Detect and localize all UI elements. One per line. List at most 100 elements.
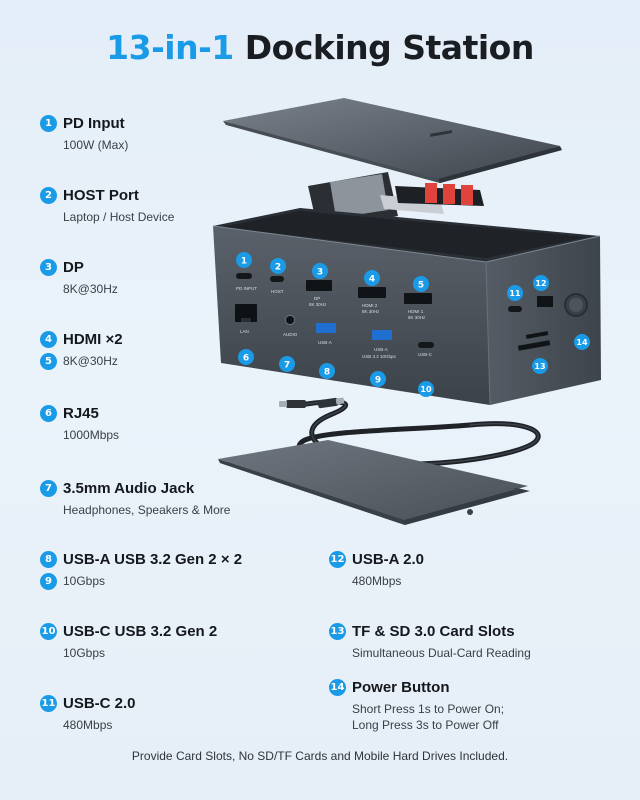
gen-spec-label: USB 3.2 10Gbps xyxy=(362,354,397,359)
feature-subtitle: 1000Mbps xyxy=(63,428,120,442)
number-badge: 14 xyxy=(329,678,346,696)
feature-subtitle: 10Gbps xyxy=(63,574,106,588)
hdmi1-port xyxy=(404,293,432,304)
host-label: HOST xyxy=(271,289,284,294)
feature-title: USB-C USB 3.2 Gen 2 xyxy=(63,622,218,640)
number-badge: 8 xyxy=(40,550,57,568)
hdmi2-label: HDMI 2 xyxy=(362,303,378,308)
hdmi1-spec-label: 8K 30Hz xyxy=(408,315,426,320)
feature-title: PD Input xyxy=(63,114,125,132)
svg-text:14: 14 xyxy=(576,338,588,347)
svg-text:1: 1 xyxy=(241,257,247,267)
feature-subtitle: 480Mbps xyxy=(352,574,402,588)
svg-text:2: 2 xyxy=(275,263,281,273)
number-badge: 6 xyxy=(40,404,57,422)
dp-spec-label: 8K 30Hz xyxy=(309,302,327,307)
number-badge: 1 xyxy=(40,114,57,132)
usb-a-2-port xyxy=(537,296,553,307)
callout-11: 11 xyxy=(507,285,523,301)
feature-subtitle: 10Gbps xyxy=(63,646,106,660)
feature-subtitle: 100W (Max) xyxy=(63,138,129,152)
number-badge: 4 xyxy=(40,330,57,348)
bottom-plate xyxy=(218,440,530,525)
feature-host-port: 2 HOST Port Laptop / Host Device xyxy=(40,184,174,224)
feature-subtitle: Laptop / Host Device xyxy=(63,210,175,224)
front-ports: PD INPUT HOST DP 8K 30Hz HDMI 2 8K 30Hz … xyxy=(235,273,434,359)
number-badge: 13 xyxy=(329,622,346,640)
usb-a-label-2: USB-A xyxy=(374,347,388,352)
feature-title: USB-A 2.0 xyxy=(352,550,424,568)
usb-a-label-1: USB-A xyxy=(318,340,332,345)
device-callouts: 1 2 3 4 5 6 7 8 9 10 11 12 13 14 xyxy=(236,252,590,397)
number-badge: 5 xyxy=(40,352,57,370)
tf-slot xyxy=(525,331,549,339)
feature-pd-input: 1 PD Input 100W (Max) xyxy=(40,112,128,152)
hdmi1-label: HDMI 1 xyxy=(408,309,424,314)
feature-subtitle: 8K@30Hz xyxy=(63,282,118,296)
host-port xyxy=(270,276,284,282)
svg-text:13: 13 xyxy=(534,362,545,371)
svg-text:4: 4 xyxy=(369,275,375,285)
usb-c-2-port xyxy=(508,306,522,312)
svg-text:10: 10 xyxy=(420,385,432,394)
svg-text:6: 6 xyxy=(243,354,249,364)
svg-text:7: 7 xyxy=(284,361,290,371)
number-badge: 3 xyxy=(40,258,57,276)
number-badge: 12 xyxy=(329,550,346,568)
svg-text:8: 8 xyxy=(324,368,330,378)
callout-4: 4 xyxy=(364,270,380,286)
svg-text:12: 12 xyxy=(535,279,546,288)
feature-subtitle: Simultaneous Dual-Card Reading xyxy=(352,646,531,660)
usb-a-port-2 xyxy=(372,330,392,340)
callout-6: 6 xyxy=(238,349,254,365)
top-lid xyxy=(223,98,562,183)
callout-12: 12 xyxy=(533,275,549,291)
callout-3: 3 xyxy=(312,263,328,279)
feature-title: TF & SD 3.0 Card Slots xyxy=(352,622,515,640)
feature-title: USB-A USB 3.2 Gen 2 × 2 xyxy=(63,550,243,568)
title-rest: Docking Station xyxy=(244,28,535,67)
callout-5: 5 xyxy=(413,276,429,292)
svg-text:3: 3 xyxy=(317,268,323,278)
svg-text:11: 11 xyxy=(509,289,521,298)
usb-c-label: USB-C xyxy=(418,352,433,357)
rj45-port xyxy=(235,304,257,322)
feature-subtitle: 480Mbps xyxy=(63,718,113,732)
number-badge: 2 xyxy=(40,186,57,204)
footer-note: Provide Card Slots, No SD/TF Cards and M… xyxy=(131,749,509,763)
feature-title: Power Button xyxy=(352,678,450,696)
feature-dp: 3 DP 8K@30Hz xyxy=(40,256,118,296)
feature-title: HOST Port xyxy=(63,186,139,204)
feature-hdmi: 4 HDMI ×2 5 8K@30Hz xyxy=(40,328,123,372)
svg-text:5: 5 xyxy=(418,281,424,291)
callout-10: 10 xyxy=(418,381,434,397)
feature-title: USB-C 2.0 xyxy=(63,694,136,712)
feature-subtitle: 8K@30Hz xyxy=(63,354,118,368)
callout-14: 14 xyxy=(574,334,590,350)
feature-rj45: 6 RJ45 1000Mbps xyxy=(40,402,119,442)
feature-title: DP xyxy=(63,258,84,276)
page-title: 13-in-1 Docking Station xyxy=(0,28,640,67)
sd-slot xyxy=(517,340,551,351)
callout-8: 8 xyxy=(319,363,335,379)
hdmi2-port xyxy=(358,287,386,298)
dp-port xyxy=(306,280,332,291)
usb-a-port-1 xyxy=(316,323,336,333)
number-badge: 9 xyxy=(40,572,57,590)
feature-title: RJ45 xyxy=(63,404,99,422)
feature-usb-a-2: 12 USB-A 2.0 480Mbps xyxy=(329,548,424,588)
feature-card-slots: 13 TF & SD 3.0 Card Slots Simultaneous Du… xyxy=(329,620,531,660)
feature-title: HDMI ×2 xyxy=(63,330,123,348)
feature-usb-a-gen2: 8 USB-A USB 3.2 Gen 2 × 2 9 10Gbps xyxy=(40,548,242,592)
number-badge: 11 xyxy=(40,694,57,712)
feature-usb-c-2: 11 USB-C 2.0 480Mbps xyxy=(40,692,136,732)
pd-input-label: PD INPUT xyxy=(236,286,257,291)
callout-7: 7 xyxy=(279,356,295,372)
audio-port xyxy=(285,315,295,325)
svg-text:9: 9 xyxy=(375,376,381,386)
dp-label: DP xyxy=(314,296,320,301)
